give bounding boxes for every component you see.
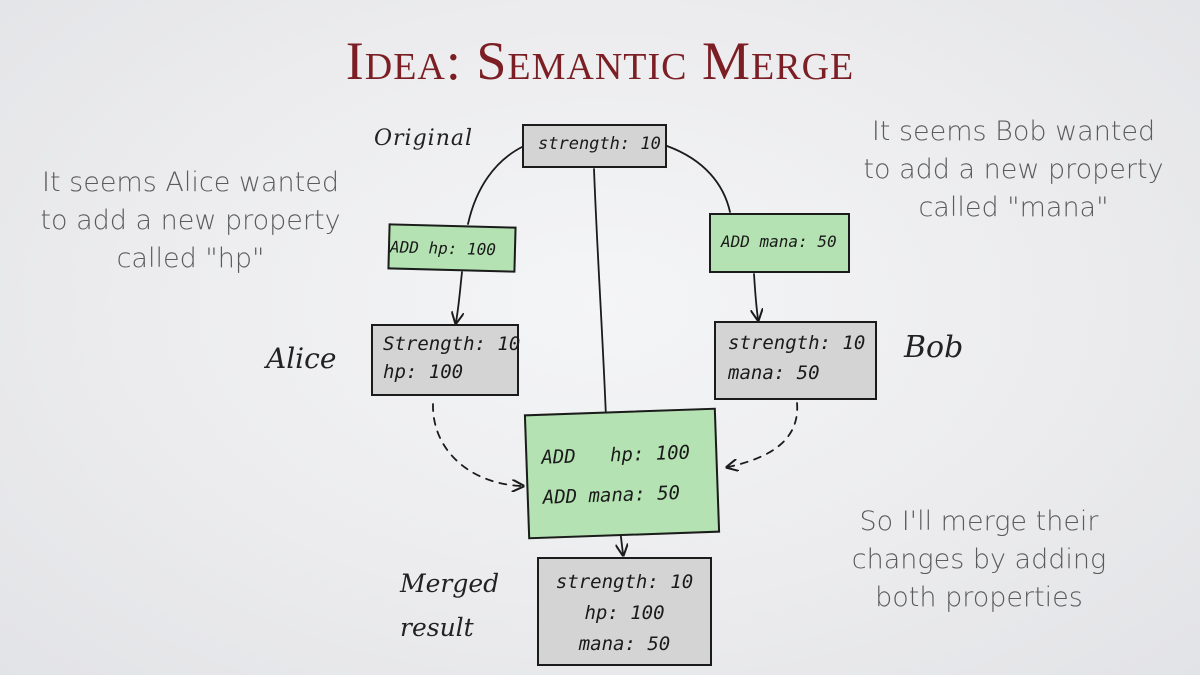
merge-note-line: changes by adding — [851, 544, 1107, 575]
line-original-to-merge — [593, 168, 607, 419]
arrow-bob-to-merge — [728, 402, 798, 467]
box-line: ADD mana: 50 — [542, 481, 681, 509]
alice-note-line: called "hp" — [116, 243, 265, 274]
box-line: Strength: 10 — [383, 333, 521, 355]
original-state-box: strength: 10 — [522, 124, 667, 168]
merged-result-box: strength: 10 hp: 100 mana: 50 — [537, 557, 712, 666]
merged-changes-box: ADD hp: 100 ADD mana: 50 — [523, 407, 721, 540]
bob-note-line: called "mana" — [918, 192, 1109, 223]
alice-note-line: to add a new property — [40, 205, 341, 236]
box-line: hp: 100 — [383, 361, 464, 383]
merged-result-label: Merged result — [400, 562, 499, 650]
alice-note: It seems Alice wanted to add a new prope… — [18, 164, 363, 278]
box-line: ADD mana: 50 — [721, 232, 837, 251]
line-original-to-add-hp — [467, 145, 525, 225]
arrow-alice-to-merge — [432, 403, 522, 486]
box-line: strength: 10 — [538, 134, 661, 154]
bob-label: Bob — [904, 330, 964, 365]
slide-title: Idea: Semantic Merge — [345, 31, 855, 91]
bob-change-box: ADD mana: 50 — [709, 213, 850, 273]
box-line: strength: 10 — [555, 571, 694, 593]
box-line: ADD hp: 100 — [541, 441, 691, 469]
arrow-add-hp-to-alice — [456, 271, 462, 322]
bob-note: It seems Bob wanted to add a new propert… — [836, 113, 1191, 227]
line-original-to-add-mana — [666, 145, 731, 213]
box-line: mana: 50 — [578, 633, 671, 655]
box-line: strength: 10 — [728, 332, 866, 354]
merge-note-line: So I'll merge their — [859, 506, 1099, 537]
box-line: hp: 100 — [584, 602, 665, 624]
bob-note-line: It seems Bob wanted — [871, 116, 1156, 147]
box-line: ADD hp: 100 — [389, 237, 497, 260]
alice-note-line: It seems Alice wanted — [42, 167, 339, 198]
alice-label: Alice — [266, 342, 337, 375]
merged-label-line: result — [400, 613, 474, 642]
arrow-add-mana-to-bob — [754, 273, 758, 319]
alice-change-box: ADD hp: 100 — [387, 223, 517, 273]
alice-state-box: Strength: 10 hp: 100 — [371, 324, 521, 396]
bob-state-box: strength: 10 mana: 50 — [714, 321, 877, 400]
merge-note: So I'll merge their changes by adding bo… — [834, 503, 1124, 617]
bob-note-line: to add a new property — [863, 154, 1164, 185]
original-label: Original — [374, 126, 474, 151]
box-line: mana: 50 — [728, 362, 820, 384]
merged-label-line: Merged — [400, 569, 500, 598]
merge-note-line: both properties — [875, 582, 1083, 613]
